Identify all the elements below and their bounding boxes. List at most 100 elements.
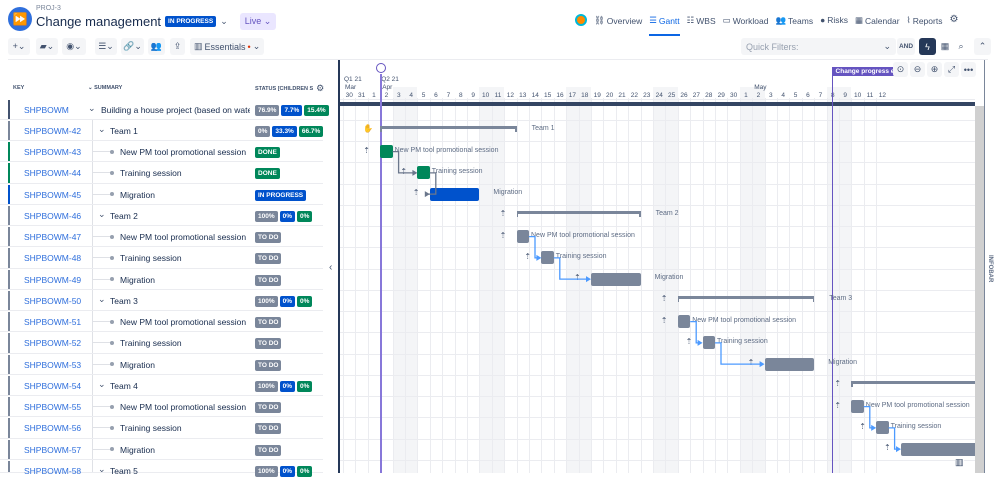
table-row[interactable]: SHPBOWM-49 Migration TO DO [0, 269, 323, 290]
expand-chevron-icon[interactable]: ⌄ [98, 378, 106, 389]
issue-key-link[interactable]: SHPBOWM-43 [24, 147, 82, 157]
upload-icon[interactable]: ⇡ [524, 251, 532, 261]
issue-key-link[interactable]: SHPBOWM-56 [24, 423, 82, 434]
issue-key-link[interactable]: SHPBOWM-50 [24, 295, 82, 306]
issue-key-link[interactable]: SHPBOWM-46 [24, 210, 82, 221]
zoom-in-icon[interactable]: ⊕ [927, 62, 942, 77]
upload-icon[interactable]: ⇡ [499, 230, 507, 240]
tab-teams[interactable]: 👥Teams [775, 15, 814, 26]
summary-text[interactable]: Training session [120, 253, 182, 264]
table-row[interactable]: SHPBOWM-57 Migration TO DO [0, 439, 323, 460]
issue-key-link[interactable]: SHPBOWM-45 [24, 189, 82, 200]
upload-icon[interactable]: ⇡ [660, 315, 668, 325]
tab-calendar[interactable]: ▦Calendar [855, 15, 900, 26]
upload-icon[interactable]: ⇡ [859, 421, 866, 431]
expand-icon[interactable]: ⤢ [944, 62, 959, 77]
search-icon[interactable]: ⌕ [953, 38, 969, 55]
status-badge[interactable]: TO DO [255, 444, 282, 456]
issue-key-link[interactable]: SHPBOWM [24, 104, 69, 115]
task-bar[interactable] [380, 145, 393, 159]
expand-chevron-icon[interactable]: ⌄ [98, 463, 106, 474]
task-bar[interactable] [677, 315, 691, 329]
upload-icon[interactable]: ⇡ [574, 273, 581, 283]
columns-button[interactable]: ☰⌄ [95, 38, 117, 55]
issue-key-link[interactable]: SHPBOWM-55 [24, 402, 82, 412]
expand-chevron-icon[interactable]: ⌄ [98, 208, 106, 219]
column-settings-gear-icon[interactable]: ⚙ [316, 83, 325, 93]
table-row[interactable]: SHPBOWM-55 New PM tool promotional sessio… [0, 396, 323, 418]
tab-overview[interactable]: ⛓Overview [594, 15, 643, 26]
issue-key-link[interactable]: SHPBOWM-51 [24, 317, 82, 327]
view-dropdown[interactable]: ▥Essentials•⌄ [190, 38, 265, 55]
expand-chevron-icon[interactable]: ⌄ [98, 293, 106, 304]
dependency-arrow[interactable] [553, 257, 588, 280]
issue-key-link[interactable]: SHPBOWM-53 [24, 359, 82, 370]
issue-key-link[interactable]: SHPBOWM-49 [24, 274, 82, 285]
status-badge[interactable]: TO DO [255, 274, 282, 286]
issue-key-link[interactable]: SHPBOWM-48 [24, 253, 82, 264]
column-header-status[interactable]: STATUS [CHILDREN S [255, 85, 314, 92]
upload-icon[interactable]: ⇡ [834, 379, 842, 389]
issue-key-link[interactable]: SHPBOWM-42 [24, 125, 82, 136]
summary-text[interactable]: Training session [120, 423, 182, 434]
tab-reports[interactable]: ⌇Reports [906, 15, 943, 26]
group-bracket-bar[interactable] [516, 211, 641, 215]
today-marker-icon[interactable] [376, 63, 387, 73]
tab-risks[interactable]: ●Risks [820, 15, 848, 25]
summary-text[interactable]: Training session [120, 168, 182, 179]
summary-text[interactable]: Migration [120, 444, 155, 455]
issue-key-link[interactable]: SHPBOWM-57 [24, 444, 82, 455]
status-badge[interactable]: IN PROGRESS [255, 189, 307, 201]
summary-text[interactable]: New PM tool promotional session [120, 232, 247, 242]
zoom-out-icon[interactable]: ⊖ [910, 62, 925, 77]
lightning-icon[interactable]: ϟ [919, 38, 936, 55]
upload-icon[interactable]: ⇡ [685, 336, 693, 346]
status-badge[interactable]: DONE [255, 147, 280, 158]
expand-chevron-icon[interactable]: ⌄ [88, 102, 96, 113]
summary-text[interactable]: New PM tool promotional session [120, 402, 247, 412]
project-summary-bar[interactable] [340, 102, 975, 106]
summary-text[interactable]: Team 1 [110, 125, 138, 136]
app-logo-icon[interactable]: ⏩ [8, 7, 32, 31]
task-bar[interactable] [591, 272, 641, 286]
dependency-arrow[interactable] [529, 235, 539, 259]
summary-text[interactable]: Team 5 [110, 465, 138, 476]
tab-gantt[interactable]: ☰Gantt [649, 12, 680, 36]
upload-icon[interactable]: ⇡ [363, 145, 370, 155]
group-bracket-bar[interactable] [677, 296, 815, 300]
upload-icon[interactable]: ⇡ [499, 209, 507, 219]
dependency-arrow[interactable] [690, 320, 700, 344]
table-row[interactable]: SHPBOWM ⌄ Building a house project (based … [0, 99, 329, 120]
live-dropdown[interactable]: Live ⌄ [239, 13, 277, 30]
group-bracket-bar[interactable] [380, 126, 517, 130]
upload-icon[interactable]: ⇡ [400, 166, 408, 176]
group-bracket-bar[interactable] [851, 381, 975, 385]
task-bar[interactable] [851, 400, 864, 414]
issue-key-link[interactable]: SHPBOWM-47 [24, 232, 82, 242]
task-bar[interactable] [541, 251, 554, 265]
and-toggle[interactable]: AND [897, 38, 915, 55]
task-bar[interactable] [516, 230, 529, 244]
summary-text[interactable]: Migration [120, 274, 155, 285]
more-icon[interactable]: ••• [961, 62, 976, 77]
issue-key-link[interactable]: SHPBOWM-52 [24, 338, 82, 349]
issue-key-link[interactable]: SHPBOWM-54 [24, 380, 82, 391]
status-badge[interactable]: TO DO [255, 338, 282, 350]
summary-text[interactable]: Building a house project (based on water… [101, 104, 250, 115]
task-bar[interactable] [429, 187, 480, 201]
task-bar[interactable] [876, 421, 889, 435]
tab-wbs[interactable]: ☷WBS [686, 15, 716, 26]
summary-text[interactable]: Team 4 [110, 380, 138, 391]
status-badge[interactable]: TO DO [255, 317, 282, 328]
splitter[interactable] [338, 60, 340, 473]
upload-icon[interactable]: ⇡ [834, 400, 842, 410]
export-icon[interactable]: ⇪ [170, 38, 185, 55]
collapse-panel-chevron-icon[interactable]: ‹ [329, 262, 333, 273]
add-button[interactable]: +⌄ [8, 38, 30, 55]
